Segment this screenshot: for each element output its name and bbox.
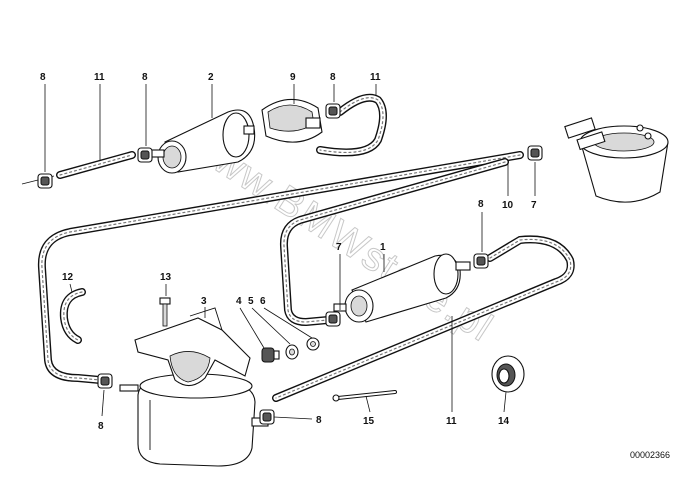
hose-u-piece: [59, 288, 86, 344]
hose-clamp-8f: [259, 409, 275, 425]
callout-7: 7: [336, 242, 342, 253]
electric-fuel-pump: [333, 253, 471, 323]
washer: [285, 344, 299, 360]
hose-clamp-7b: [325, 311, 341, 327]
fuel-hose-right-loop: [272, 235, 575, 402]
callout-7: 7: [531, 200, 537, 211]
callout-15: 15: [363, 416, 375, 427]
callout-8: 8: [98, 421, 104, 432]
callout-6: 6: [260, 296, 266, 307]
filter-band-clamp: [261, 98, 323, 143]
callout-8: 8: [478, 199, 484, 210]
pump-bracket: [134, 307, 251, 387]
hose-clamp-8c: [325, 103, 341, 119]
hose-clamp-8e: [97, 373, 113, 389]
callout-14: 14: [498, 416, 510, 427]
callout-1: 1: [380, 242, 386, 253]
fuel-hose-inner-loop: [279, 158, 509, 326]
hose-clamp-7a: [527, 145, 543, 161]
callout-11: 11: [446, 416, 457, 427]
hose-clamp-8d: [473, 253, 489, 269]
callout-12: 12: [62, 272, 74, 283]
callout-9: 9: [290, 72, 296, 83]
rubber-mount: [261, 347, 280, 363]
callout-10: 10: [502, 200, 514, 211]
rubber-grommet: [491, 355, 525, 393]
hose-clamp-8a: [37, 173, 53, 189]
wire-lead: [332, 390, 397, 402]
drawing-number: 00002366: [630, 450, 670, 460]
bolt: [159, 297, 171, 327]
fuel-hose-upper-right: [316, 93, 387, 157]
callout-4: 4: [236, 296, 242, 307]
leader-lines: [44, 84, 536, 420]
short-hose-left: [56, 151, 136, 179]
callout-13: 13: [160, 272, 172, 283]
nut: [306, 337, 320, 351]
callout-2: 2: [208, 72, 214, 83]
callout-labels: 8 11 8 2 9 8 11 10 7 8 7 1 12 13 3 4 5 6…: [40, 72, 537, 432]
fuel-canister: [119, 373, 269, 467]
callout-5: 5: [248, 296, 254, 307]
tank-sender-unit: [564, 117, 669, 203]
callout-8: 8: [142, 72, 148, 83]
fuel-hose-main: [37, 151, 524, 384]
callout-3: 3: [201, 296, 207, 307]
fuel-filter: [149, 109, 256, 174]
callout-11: 11: [94, 72, 105, 83]
hose-clamp-8b: [137, 147, 153, 163]
callout-11: 11: [370, 72, 381, 83]
callout-8: 8: [40, 72, 46, 83]
callout-8: 8: [316, 415, 322, 426]
callout-8: 8: [330, 72, 336, 83]
